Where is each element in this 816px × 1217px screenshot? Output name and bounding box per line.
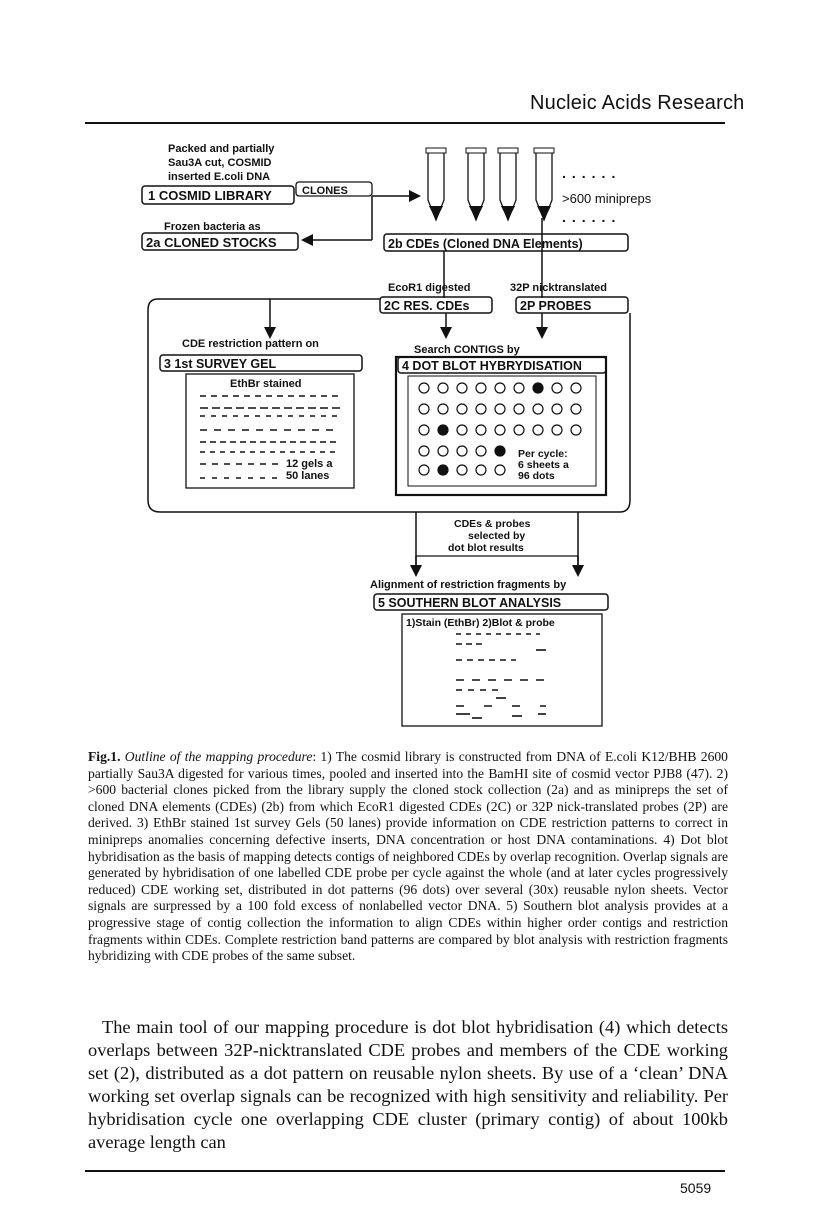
dot-blot-label: 4 DOT BLOT HYBRYDISATION xyxy=(402,359,582,373)
footer-rule xyxy=(85,1170,725,1172)
caption-text: : 1) The cosmid library is constructed f… xyxy=(88,749,728,964)
dots-note-2: 6 sheets a xyxy=(518,459,569,471)
page-number: 5059 xyxy=(680,1180,712,1196)
restriction-note: CDE restriction pattern on xyxy=(182,338,319,350)
ethbr-label: EthBr stained xyxy=(230,378,302,390)
frozen-note: Frozen bacteria as xyxy=(164,221,261,233)
figure-caption: Fig.1. Outline of the mapping procedure:… xyxy=(88,749,728,965)
gel-panel xyxy=(185,373,355,489)
stain-note: 1)Stain (EthBr) 2)Blot & probe xyxy=(406,617,555,629)
gels-note-2: 50 lanes xyxy=(286,470,329,482)
contigs-note: Search CONTIGS by xyxy=(414,344,521,356)
dots-note-3: 96 dots xyxy=(518,470,555,482)
survey-gel-label: 3 1st SURVEY GEL xyxy=(164,357,276,371)
caption-label: Fig.1. xyxy=(88,749,121,764)
probes-label: 2P PROBES xyxy=(520,299,591,313)
dot-blot-panel-outer xyxy=(394,355,608,497)
cosmid-library-box xyxy=(141,185,295,205)
input-note-line-1: Packed and partially xyxy=(168,143,275,155)
clones-box xyxy=(295,181,373,197)
ecor1-label: EcoR1 digested xyxy=(388,282,471,294)
southern-blot-box xyxy=(373,593,609,611)
p32-label: 32P nicktranslated xyxy=(510,282,607,294)
dot-blot-panel-inner xyxy=(407,375,597,487)
cloned-stocks-label: 2a CLONED STOCKS xyxy=(146,235,277,250)
clones-label: CLONES xyxy=(302,185,348,197)
selected-note-2: selected by xyxy=(468,530,525,542)
minipreps-label: >600 minipreps xyxy=(562,191,652,206)
southern-blot-label: 5 SOUTHERN BLOT ANALYSIS xyxy=(378,596,561,610)
dot-grid xyxy=(418,382,582,476)
probes-box xyxy=(515,296,629,314)
selected-note-1: CDEs & probes xyxy=(454,518,531,530)
svg-text:......: ...... xyxy=(562,209,621,225)
gels-note-1: 12 gels a xyxy=(286,458,333,470)
cde-label: 2b CDEs (Cloned DNA Elements) xyxy=(388,237,583,251)
input-note-line-3: inserted E.coli DNA xyxy=(168,171,270,183)
journal-title: Nucleic Acids Research xyxy=(530,92,745,114)
svg-text:......: ...... xyxy=(562,165,621,181)
caption-title: Outline of the mapping procedure xyxy=(124,749,313,764)
mapping-procedure-figure: Packed and partially Sau3A cut, COSMID i… xyxy=(141,143,652,727)
alignment-note: Alignment of restriction fragments by xyxy=(370,579,567,591)
header-rule xyxy=(85,122,725,124)
cosmid-library-label: 1 COSMID LIBRARY xyxy=(148,188,272,203)
cloned-stocks-box xyxy=(141,232,299,251)
res-cdes-label: 2C RES. CDEs xyxy=(384,299,469,313)
cde-box xyxy=(383,233,629,252)
dots-note-1: Per cycle: xyxy=(518,448,568,460)
southern-panel xyxy=(401,613,603,727)
selected-note-3: dot blot results xyxy=(448,542,524,554)
body-paragraph: The main tool of our mapping procedure i… xyxy=(88,1017,728,1152)
input-note-line-2: Sau3A cut, COSMID xyxy=(168,157,272,169)
survey-gel-box xyxy=(159,354,363,372)
miniprep-tubes xyxy=(425,147,555,222)
res-cdes-box xyxy=(379,296,493,314)
